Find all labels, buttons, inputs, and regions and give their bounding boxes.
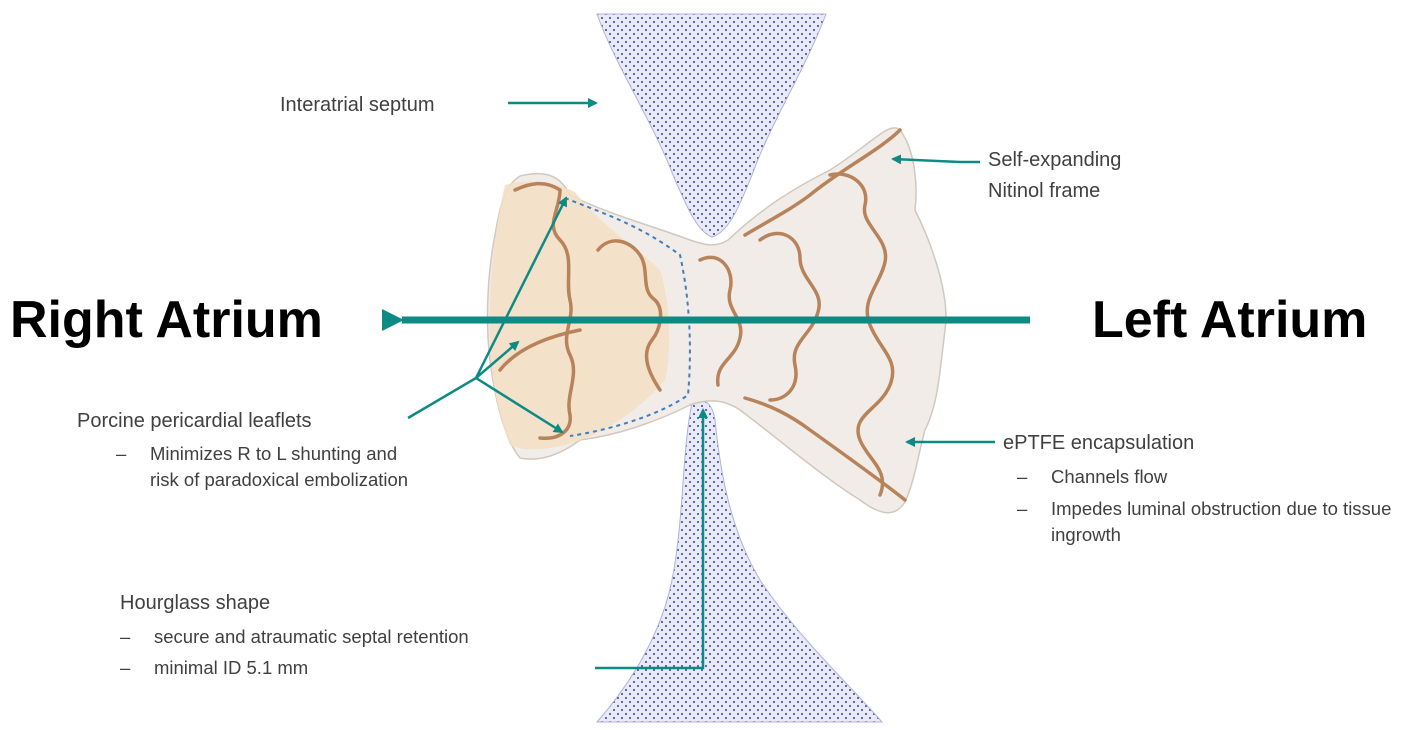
eptfe-bullet-text-2: Impedes luminal obstruction due to tissu…: [1051, 496, 1412, 548]
left-atrium-label: Left Atrium: [1092, 290, 1367, 350]
hourglass-bullet-1: – secure and atraumatic septal retention: [120, 624, 600, 650]
hourglass-bullet-text-1: secure and atraumatic septal retention: [154, 624, 600, 650]
bullet-dash: –: [116, 441, 126, 467]
frame-label: Self-expanding Nitinol frame: [988, 145, 1121, 207]
hourglass-bullet-2: – minimal ID 5.1 mm: [120, 655, 600, 681]
eptfe-title: ePTFE encapsulation: [1003, 430, 1194, 456]
bullet-dash: –: [1017, 464, 1027, 490]
eptfe-bullet-text-1: Channels flow: [1051, 464, 1412, 490]
leaflets-title: Porcine pericardial leaflets: [77, 408, 312, 434]
eptfe-bullet-1: – Channels flow: [1017, 464, 1412, 490]
bullet-dash: –: [1017, 496, 1027, 522]
leaflets-bullet-text: Minimizes R to L shunting and risk of pa…: [150, 441, 416, 493]
septum-label: Interatrial septum: [280, 92, 435, 118]
hourglass-bullet-text-2: minimal ID 5.1 mm: [154, 655, 600, 681]
eptfe-bullet-2: – Impedes luminal obstruction due to tis…: [1017, 496, 1412, 548]
bullet-dash: –: [120, 655, 130, 681]
hourglass-title: Hourglass shape: [120, 590, 270, 616]
right-atrium-label: Right Atrium: [10, 290, 323, 350]
bullet-dash: –: [120, 624, 130, 650]
leaflets-pointer: [408, 378, 476, 418]
leaflets-bullet-1: – Minimizes R to L shunting and risk of …: [116, 441, 416, 493]
